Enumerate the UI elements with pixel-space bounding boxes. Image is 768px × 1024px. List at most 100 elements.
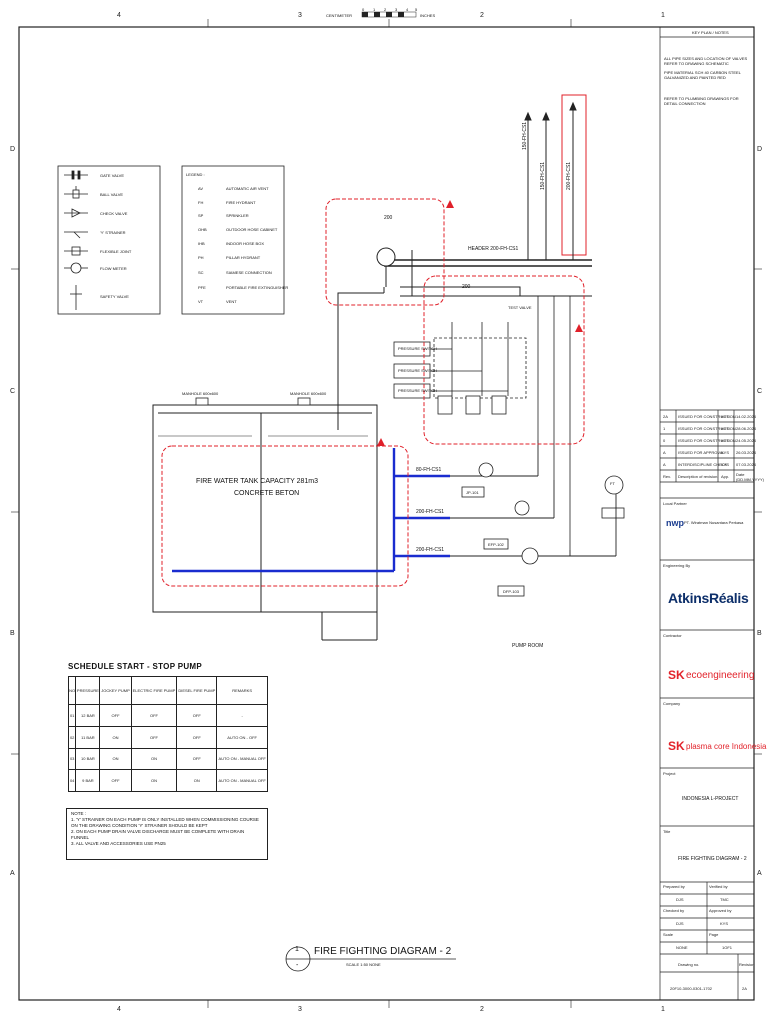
riser-label: 150-FH-CS1 (522, 121, 528, 150)
abbrev-desc: OUTDOOR HOSE CABINET (226, 227, 278, 232)
schedule-cell: AUTO ON - OFF (216, 725, 268, 749)
manhole-label: MANHOLE 600x600 (290, 391, 327, 396)
company-label: Company (663, 701, 681, 706)
scale-bar-tick: 1 (373, 7, 376, 12)
abbrev-code: SP (198, 213, 204, 218)
abbrev-desc: AUTOMATIC AIR VENT (226, 186, 269, 191)
contractor-label: Contractor (663, 633, 682, 638)
grid-row-label: C (10, 388, 16, 395)
pump-tag: JP-101 (466, 490, 479, 495)
legend-item-label: SAFETY VALVE (100, 294, 129, 299)
abbrev-code: PFE (198, 285, 206, 290)
legend-symbols-box (57, 165, 161, 315)
pressure-switch-label: PRESSURE SWITCH (398, 346, 437, 351)
pump-tag: DFP-103 (503, 589, 520, 594)
rev-date: 26.03.2024 (736, 450, 757, 455)
notes-title: NOTE : (71, 811, 87, 816)
scale-value: NONE (676, 945, 688, 950)
rev-by: KYS (721, 426, 730, 431)
rev-desc: ISSUED FOR APPROVAL (678, 450, 725, 455)
contractor-name: ecoengineering (686, 670, 755, 681)
scale-bar-tick: 2 (384, 7, 387, 12)
schedule-cell: OFF (99, 704, 132, 727)
drawing-title: FIRE FIGHTING DIAGRAM - 2 (314, 946, 452, 957)
rev-desc: INTERDISCIPLINE CHECK (678, 462, 728, 467)
schedule-cell: OFF (176, 704, 218, 727)
schedule-cell: 12 BAR (75, 704, 101, 727)
tank-capacity-label: FIRE WATER TANK CAPACITY 281m3 (196, 478, 319, 485)
pump-room-label: PUMP ROOM (512, 643, 544, 649)
schedule-header: ELECTRIC FIRE PUMP (130, 676, 178, 705)
grid-col-label: 1 (661, 1006, 665, 1013)
company-name: plasma core Indonesia (686, 742, 767, 751)
test-valve-label: TEST VALVE (508, 305, 532, 310)
schedule-header: PRESSURE (75, 676, 101, 705)
grid-col-label: 4 (117, 1006, 121, 1013)
legend-item-label: CHECK VALVE (100, 211, 128, 216)
abbrev-desc: SPRINKLER (226, 213, 249, 218)
drawing-title-bubble (285, 946, 456, 972)
revision-label: Revision (739, 962, 755, 967)
rev-cell: 2A (663, 414, 668, 419)
suction-label: 200-FH-CS1 (416, 509, 445, 515)
grid-row-label: B (757, 630, 762, 637)
legend-item-label: FLEXIBLE JOINT (100, 249, 132, 254)
rev-by: KYS (721, 462, 730, 467)
abbrev-code: FH (198, 200, 204, 205)
rev-date: 07.03.2024 (736, 462, 757, 467)
legend-item-label: 'Y' STRAINER (100, 230, 126, 235)
header-label: HEADER 200-FH-CS1 (468, 246, 519, 252)
abbrev-code: SC (198, 270, 204, 275)
scale-bar-tick: 0 (362, 7, 365, 12)
key-plan-note: PIPE MATERIAL SCH 40 CARBON STEEL GALVAN… (664, 70, 741, 80)
rev-cell: A (663, 462, 666, 467)
schedule-cell: 9 BAR (75, 769, 101, 792)
rev-date: 28.06.2024 (736, 426, 757, 431)
scale-bar-left-label: CENTIMETER (326, 13, 352, 18)
abbrev-code: AV (198, 186, 204, 191)
contractor-sk: SK (668, 668, 685, 682)
grid-col-label: 3 (298, 1006, 302, 1013)
title-block-frame (659, 26, 755, 1001)
suction-pipes (172, 448, 450, 573)
revision-clouds (161, 198, 585, 587)
rev-by: KYS (721, 414, 730, 419)
table-row: 03 10 BAR ON ON OFF AUTO ON - MANUAL OFF (67, 747, 268, 771)
approved-label: Approved by (709, 908, 732, 913)
notes-box: NOTE : 1. 'Y' STRAINER ON EACH PUMP IS O… (66, 808, 268, 860)
schedule-cell: 04 (67, 769, 77, 792)
suction-label: 80-FH-CS1 (416, 467, 442, 473)
abbrev-title: LEGEND : (186, 172, 205, 177)
schedule-cell: OFF (176, 725, 218, 749)
abbrev-desc: INDOOR HOSE BOX (226, 241, 265, 246)
prepared-label: Prepared by (663, 884, 685, 889)
riser-label: 200-FH-CS1 (566, 161, 572, 190)
rev-desc: ISSUED FOR CONSTRUCTION (678, 414, 736, 419)
schedule-cell: ON (176, 769, 218, 792)
title-label: Title (663, 829, 671, 834)
note-line: 3. ALL VALVE AND ACCESSORIES USE PN25 (71, 841, 166, 846)
grid-col-label: 3 (298, 12, 302, 19)
schedule-header: JOCKEY PUMP (99, 676, 132, 705)
engineering-label: Engineering By (663, 563, 691, 568)
riser-label: 150-FH-CS1 (540, 161, 546, 190)
table-row: 04 9 BAR OFF ON ON AUTO ON - MANUAL OFF (67, 769, 268, 792)
rev-desc: ISSUED FOR CONSTRUCTION (678, 426, 736, 431)
schedule-cell: 10 BAR (75, 747, 101, 771)
tank-material-label: CONCRETE BETON (234, 490, 300, 497)
pipe-size-label: 200 (384, 215, 393, 221)
grid-row-label: C (757, 388, 763, 395)
verified-label: Verified by (709, 884, 728, 889)
schedule-cell: 03 (67, 747, 77, 771)
scale-bar (361, 11, 417, 18)
abbrev-desc: VENT (226, 299, 237, 304)
local-partner-label: Local Partner (663, 501, 687, 506)
schedule-title: SCHEDULE START - STOP PUMP (68, 662, 203, 671)
rev-header: App. (721, 474, 730, 479)
pump-tag: EFP-102 (488, 542, 504, 547)
grid-row-label: D (757, 146, 763, 153)
fire-tank-tag: FT (610, 481, 615, 486)
grid-row-label: A (757, 870, 762, 877)
schedule-cell: OFF (130, 725, 178, 749)
key-plan-note: ALL PIPE SIZES AND LOCATION OF VALVES RE… (664, 56, 748, 66)
